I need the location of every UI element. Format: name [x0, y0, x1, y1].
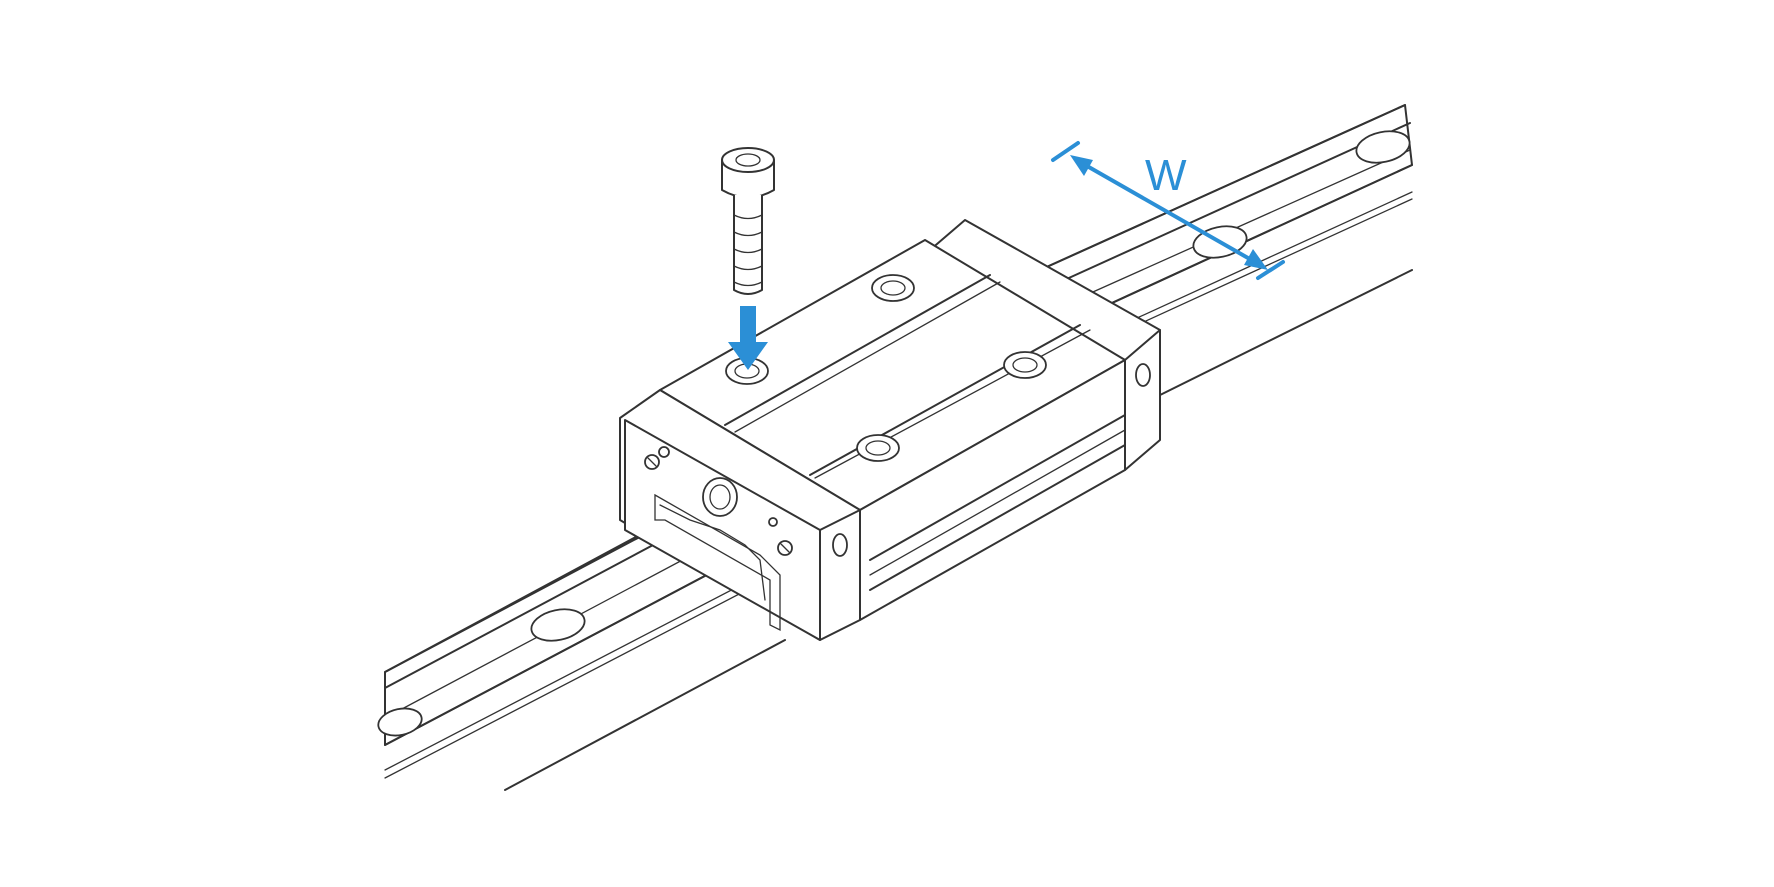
- rail-hole-front-2: [377, 707, 423, 737]
- dimension-arrowhead-left: [1070, 155, 1093, 176]
- tapped-hole-back-left: [871, 274, 915, 302]
- seal-screw-right-2: [768, 517, 778, 527]
- cap-screw: [721, 147, 775, 295]
- dimension-label: W: [1145, 151, 1187, 200]
- dimension-line: [1078, 160, 1257, 264]
- dimension-tick-right: [1256, 260, 1285, 280]
- tapped-hole-front-right: [856, 434, 900, 462]
- insert-arrow: [728, 306, 768, 370]
- linear-guide-rail: [377, 104, 1413, 791]
- seal-screw-left-2: [658, 446, 670, 458]
- seal-lube-port-back: [1135, 363, 1151, 387]
- tapped-hole-back-right: [1003, 351, 1047, 379]
- rail-hole-back-1: [1355, 130, 1411, 164]
- grease-nipple-hole: [702, 477, 738, 517]
- dimension-tick-left: [1051, 141, 1080, 162]
- rail-hole-front-1: [530, 608, 586, 642]
- width-dimension: W: [1051, 141, 1285, 280]
- carriage-block: [619, 219, 1161, 641]
- end-plate-port: [832, 533, 848, 557]
- dimension-arrowhead-right: [1244, 249, 1268, 270]
